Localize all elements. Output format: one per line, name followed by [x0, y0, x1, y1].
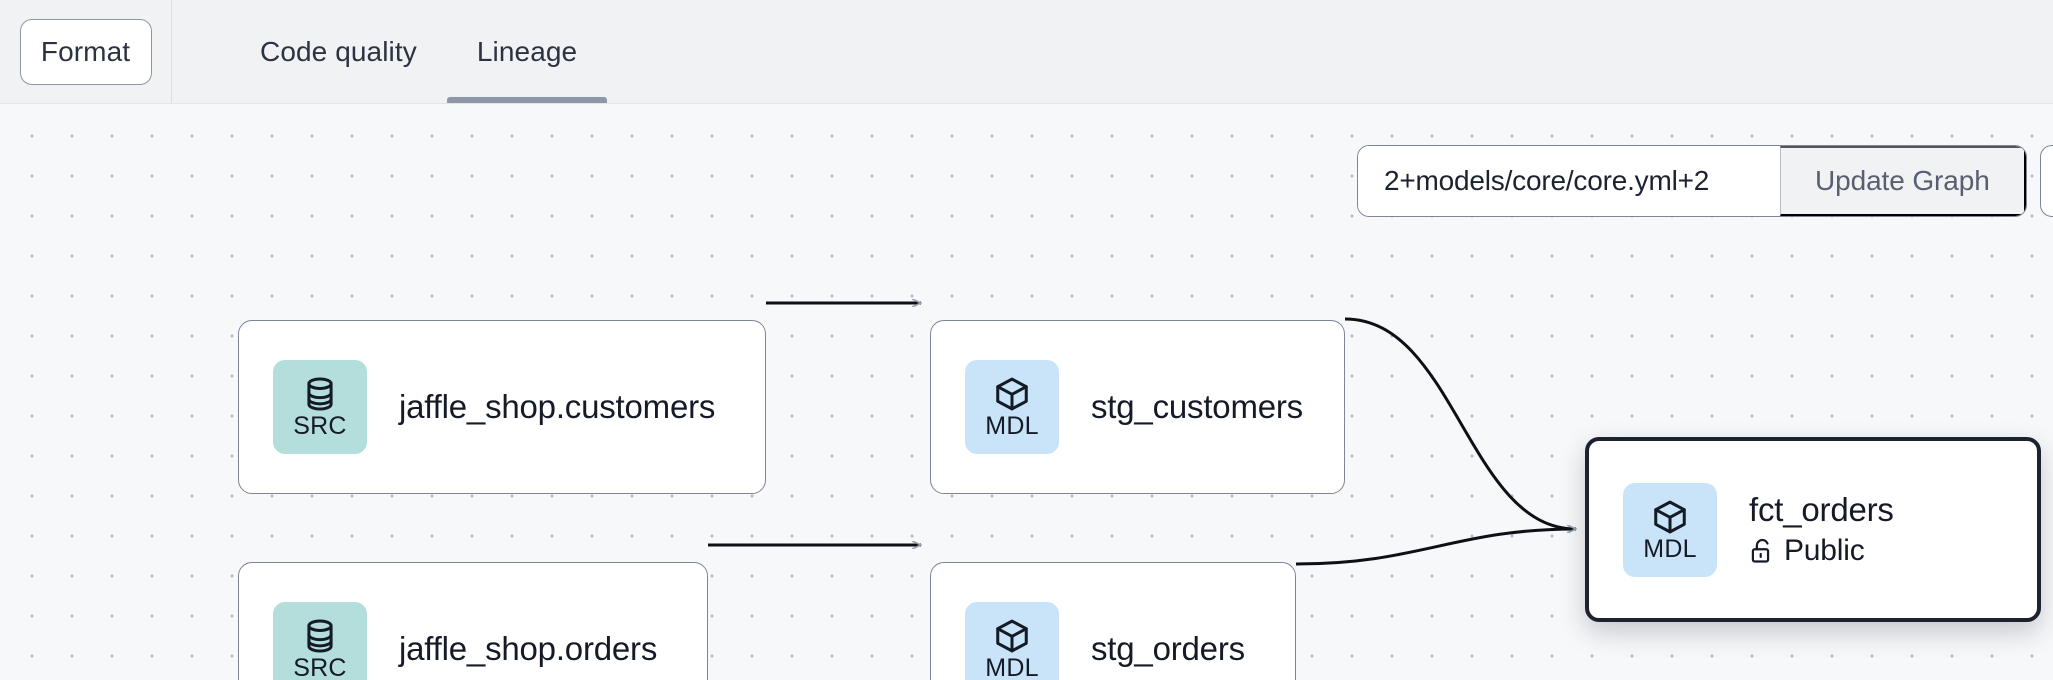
lineage-node-fct-orders[interactable]: MDL fct_orders Public	[1585, 437, 2041, 622]
node-body: fct_orders Public	[1749, 491, 1922, 569]
format-button[interactable]: Format	[19, 18, 152, 85]
cube-icon	[996, 619, 1028, 653]
node-badge-mdl-label: MDL	[1643, 534, 1697, 563]
lineage-node-stg-customers[interactable]: MDL stg_customers	[930, 320, 1345, 494]
unlock-icon	[1751, 539, 1770, 564]
node-badge-mdl-label: MDL	[985, 654, 1039, 680]
lineage-node-src-customers[interactable]: SRC jaffle_shop.customers	[238, 320, 766, 494]
side-panel-toggle[interactable]	[2040, 145, 2053, 217]
lineage-node-src-orders[interactable]: SRC jaffle_shop.orders	[238, 562, 708, 680]
edge-stg-orders-to-fct-orders	[1295, 529, 1576, 566]
graph-selector-input[interactable]	[1358, 146, 1780, 216]
node-title: jaffle_shop.orders	[399, 630, 658, 668]
tab-code-quality-label: Code quality	[260, 35, 417, 67]
tab-code-quality[interactable]: Code quality	[230, 0, 447, 103]
editor-toolbar: Format Code quality Lineage	[0, 0, 2053, 104]
node-badge-mdl: MDL	[1623, 482, 1717, 577]
database-icon	[307, 377, 333, 411]
lineage-node-stg-orders[interactable]: MDL stg_orders	[930, 562, 1296, 680]
node-title: stg_customers	[1091, 388, 1303, 426]
node-body: stg_orders	[1091, 630, 1273, 668]
node-title: jaffle_shop.customers	[399, 388, 716, 426]
tab-lineage[interactable]: Lineage	[446, 0, 608, 103]
edge-stg-customers-to-fct-orders	[1344, 317, 1576, 529]
node-body: stg_customers	[1091, 388, 1331, 426]
node-body: jaffle_shop.orders	[399, 630, 685, 668]
tab-bar: Code quality Lineage	[172, 0, 608, 103]
node-title: fct_orders	[1749, 490, 1894, 528]
node-body: jaffle_shop.customers	[399, 388, 743, 426]
node-badge-mdl: MDL	[965, 602, 1059, 680]
node-access-label: Public	[1784, 534, 1865, 568]
database-icon	[307, 619, 333, 653]
node-badge-mdl: MDL	[965, 360, 1059, 454]
node-badge-mdl-label: MDL	[985, 412, 1039, 440]
node-badge-src-label: SRC	[293, 654, 347, 680]
node-badge-src: SRC	[273, 602, 367, 680]
format-button-zone: Format	[0, 0, 172, 103]
node-access-badge: Public	[1749, 534, 1894, 568]
graph-controls: Update Graph	[1357, 145, 2027, 217]
lineage-canvas[interactable]: Update Graph SRC jaffle_shop.customers	[0, 104, 2053, 680]
cube-icon	[996, 377, 1028, 411]
cube-icon	[1654, 500, 1686, 533]
node-badge-src-label: SRC	[293, 412, 347, 440]
tab-lineage-label: Lineage	[476, 35, 578, 67]
node-title: stg_orders	[1091, 630, 1245, 668]
update-graph-button[interactable]: Update Graph	[1780, 146, 2026, 216]
node-badge-src: SRC	[273, 360, 367, 454]
